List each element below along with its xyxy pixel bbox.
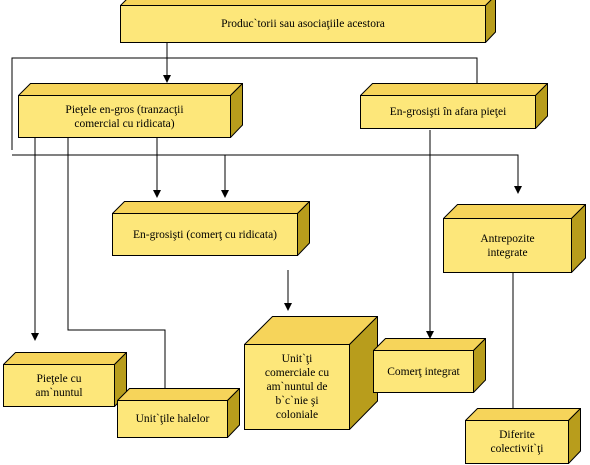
integrated-trade-top-face xyxy=(373,338,486,351)
collectives-box: Diferite colectivit`ţi xyxy=(465,408,581,464)
wholesalers-top-face xyxy=(112,201,310,214)
retail-units-box: Unit`ţi comerciale cu am`nuntul de b`c`n… xyxy=(244,316,378,430)
wholesale-markets-top-face xyxy=(18,83,243,96)
integrated-warehouses-label: Antrepozite integrate xyxy=(443,218,572,273)
hall-units-label: Unit`ţile halelor xyxy=(117,400,228,438)
wholesalers-box: En-grosişti (comerţ cu ridicata) xyxy=(112,201,310,256)
integrated-trade-box: Comerţ integrat xyxy=(373,338,486,393)
wholesale-markets-label: Pieţele en-gros (tranzacţii comercial cu… xyxy=(18,95,231,138)
hall-units-extrusion xyxy=(117,388,240,438)
hall-units-box: Unit`ţile halelor xyxy=(117,388,240,438)
producers-label: Produc`torii sau asociaţiile acestora xyxy=(120,5,486,43)
wholesale-markets-extrusion xyxy=(18,83,243,138)
integrated-trade-label: Comerţ integrat xyxy=(373,350,474,393)
integrated-warehouses-extrusion xyxy=(443,204,586,273)
wholesalers-outside-top-face xyxy=(360,83,548,96)
connector-top-bus xyxy=(11,57,478,150)
connector-markets-to-hall-units xyxy=(67,137,169,398)
wholesalers-label: En-grosişti (comerţ cu ridicata) xyxy=(112,213,298,256)
collectives-extrusion xyxy=(465,408,581,464)
retail-markets-label: Pieţele cu am`nuntul xyxy=(3,364,115,407)
wholesalers-outside-extrusion xyxy=(360,83,548,129)
wholesalers-outside-box: En-grosişti în afara pieţei xyxy=(360,83,548,129)
integrated-warehouses-box: Antrepozite integrate xyxy=(443,204,586,273)
retail-units-label: Unit`ţi comerciale cu am`nuntul de b`c`n… xyxy=(244,344,350,430)
wholesalers-outside-label: En-grosişti în afara pieţei xyxy=(360,95,536,129)
producers-box: Produc`torii sau asociaţiile acestora xyxy=(120,0,496,43)
collectives-label: Diferite colectivit`ţi xyxy=(465,420,569,464)
producers-side-face xyxy=(485,0,496,43)
retail-markets-top-face xyxy=(3,352,127,365)
integrated-warehouses-top-face xyxy=(443,204,586,219)
wholesale-markets-box: Pieţele en-gros (tranzacţii comercial cu… xyxy=(18,83,243,138)
integrated-trade-extrusion xyxy=(373,338,486,393)
connector-main-bus xyxy=(12,154,522,194)
collectives-top-face xyxy=(465,408,581,421)
retail-markets-box: Pieţele cu am`nuntul xyxy=(3,352,127,407)
hall-units-top-face xyxy=(117,388,240,401)
retail-units-extrusion xyxy=(244,316,378,430)
